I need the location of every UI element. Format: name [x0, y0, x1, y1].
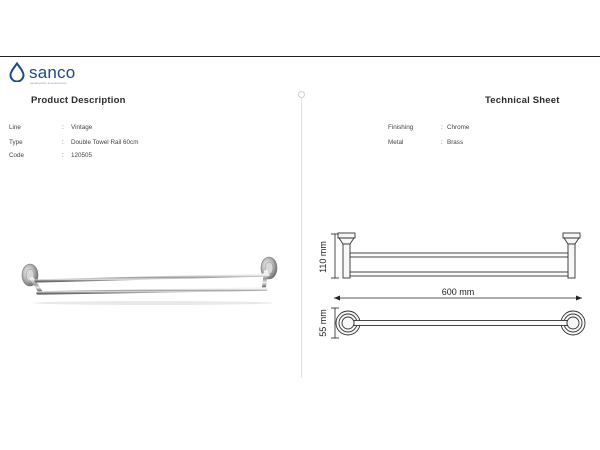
spec-label: Finishing — [388, 124, 414, 131]
brand-name: sanco — [29, 62, 76, 82]
product-image — [21, 256, 278, 305]
towel-bars-side — [349, 252, 569, 277]
divider-marker — [298, 91, 305, 98]
spec-value: Vintage — [71, 124, 93, 131]
spec-row-line: Line : Vintage — [9, 124, 209, 133]
brand-logo: sanco — [8, 62, 75, 82]
height-label: 110 mm — [318, 241, 328, 273]
technical-drawing: 110 mm 600 mm 55 mm — [318, 232, 586, 339]
spec-label: Code — [9, 152, 25, 159]
left-bracket — [337, 232, 356, 279]
height-dimension: 110 mm — [318, 233, 339, 279]
spec-row-type: Type : Double Towel Rail 60cm — [9, 139, 209, 148]
spec-label: Metal — [388, 139, 404, 146]
towel-rail-top-view — [335, 310, 586, 336]
depth-dimension: 55 mm — [318, 307, 339, 339]
product-description-heading: Product Description — [31, 95, 126, 106]
spec-value: Brass — [447, 139, 464, 146]
spec-label: Type — [9, 139, 23, 146]
brand-tagline: sanitaryware & accessories — [30, 81, 67, 85]
spec-value: 120505 — [71, 152, 93, 159]
technical-sheet-heading: Technical Sheet — [485, 95, 560, 106]
spec-label: Line — [9, 124, 21, 131]
depth-label: 55 mm — [318, 309, 328, 337]
spec-separator: : — [62, 124, 64, 131]
spec-row-finishing: Finishing : Chrome — [388, 124, 588, 133]
water-drop-icon — [9, 62, 25, 82]
header-rule — [0, 56, 600, 57]
right-bracket — [562, 232, 581, 279]
spec-row-code: Code : 120505 — [9, 152, 209, 161]
spec-separator: : — [441, 124, 443, 131]
spec-row-metal: Metal : Brass — [388, 139, 588, 148]
width-label: 600 mm — [442, 287, 475, 297]
spec-separator: : — [62, 152, 64, 159]
spec-separator: : — [441, 139, 443, 146]
column-divider — [301, 96, 302, 378]
spec-value: Double Towel Rail 60cm — [71, 139, 139, 146]
spec-separator: : — [62, 139, 64, 146]
width-dimension: 600 mm — [334, 287, 582, 301]
spec-value: Chrome — [447, 124, 470, 131]
